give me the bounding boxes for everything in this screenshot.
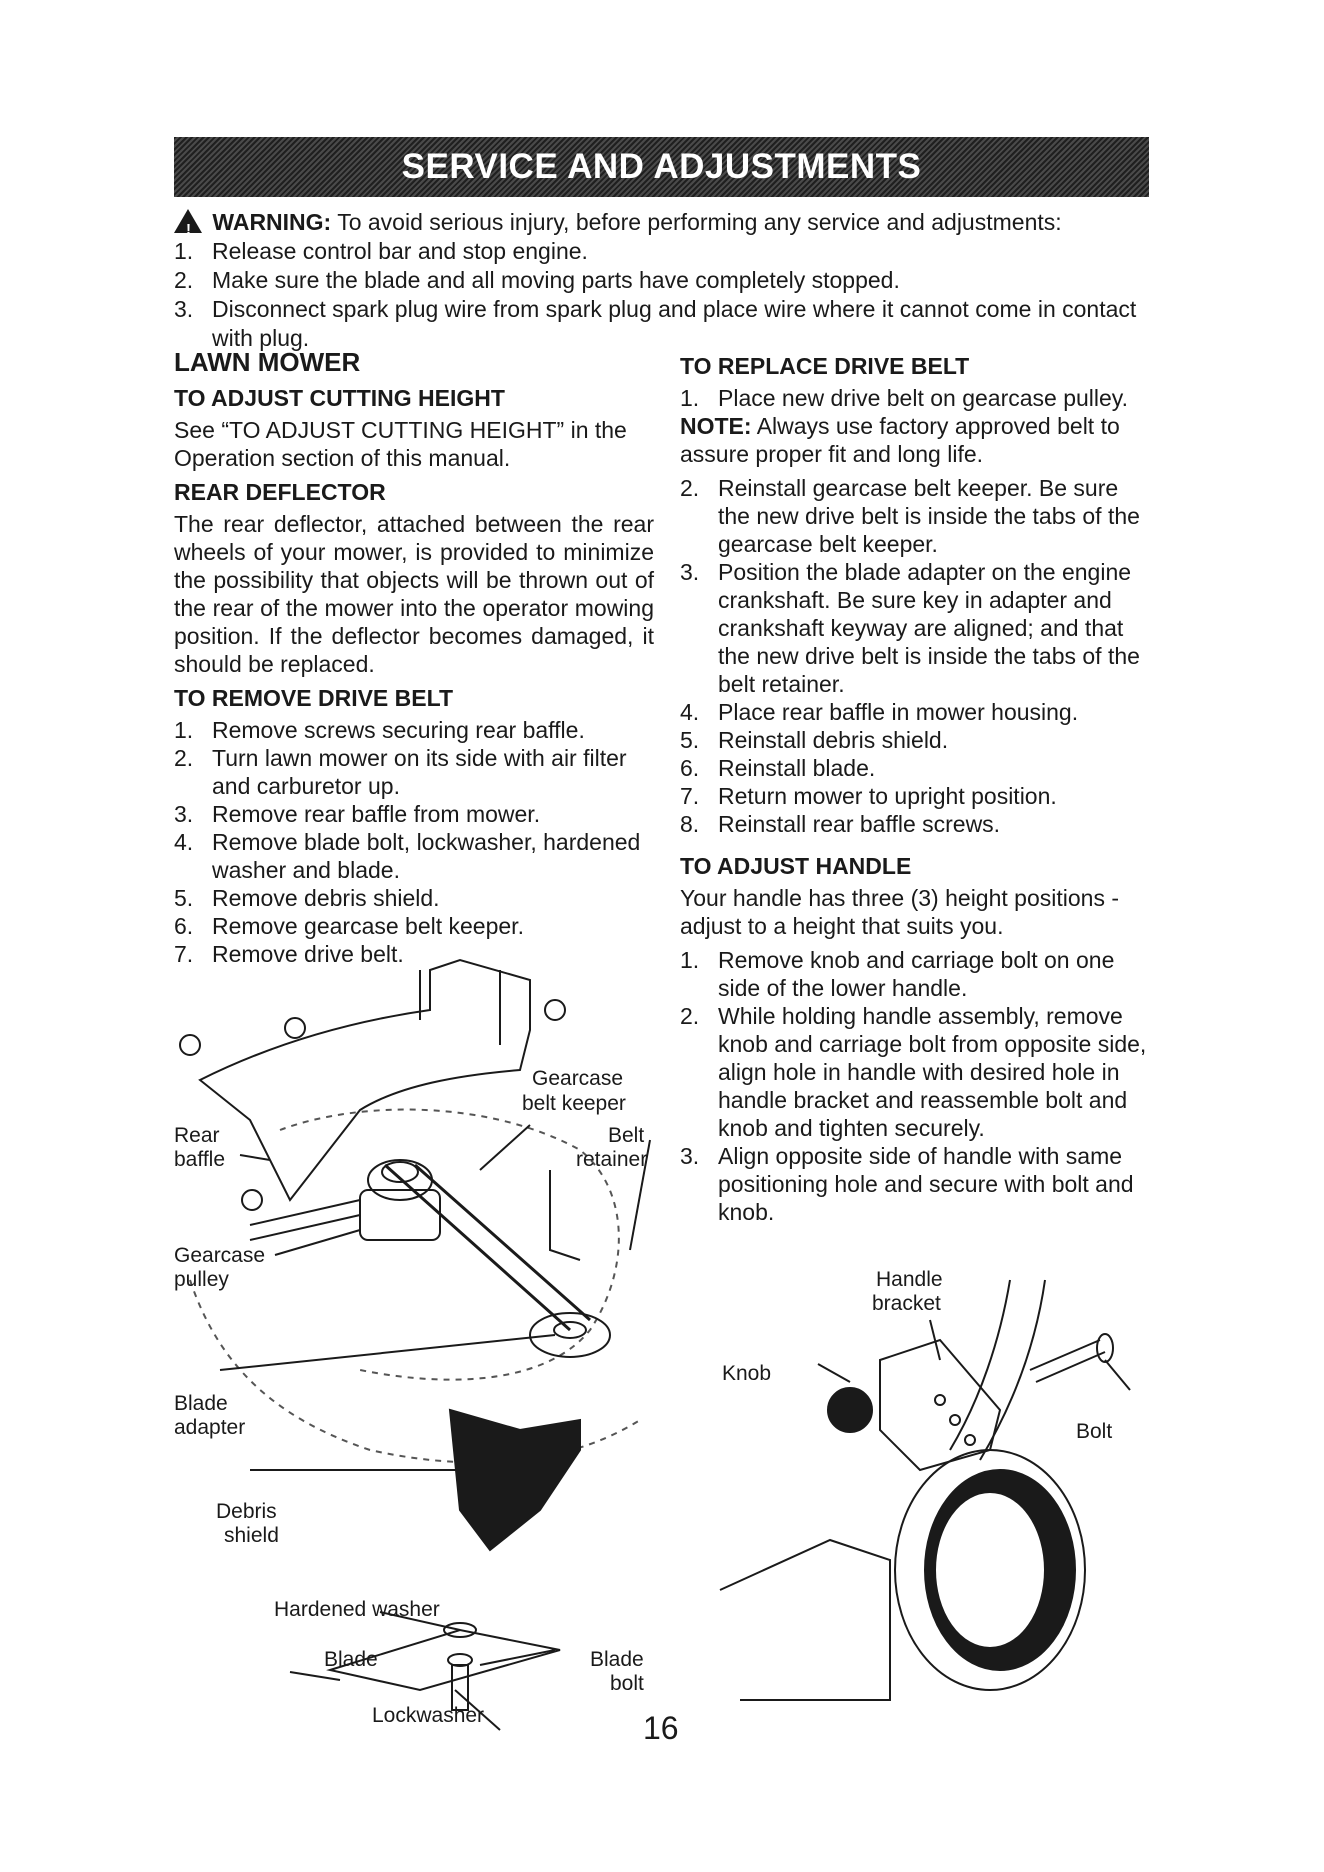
right-column: TO REPLACE DRIVE BELT 1.Place new drive … — [680, 352, 1150, 1226]
list-item: 1.Remove screws securing rear baffle. — [174, 717, 585, 743]
list-item: 5.Reinstall debris shield. — [680, 727, 949, 753]
svg-text:pulley: pulley — [174, 1268, 229, 1291]
adjust-handle-steps: 1.Remove knob and carriage bolt on one s… — [680, 946, 1150, 1226]
list-item: 8.Reinstall rear baffle screws. — [680, 811, 1001, 837]
note: NOTE: Always use factory approved belt t… — [680, 412, 1150, 468]
svg-text:retainer: retainer — [576, 1148, 647, 1171]
label-rear-baffle: Rear — [174, 1124, 220, 1147]
label-lockwasher: Lockwasher — [372, 1704, 484, 1727]
section-banner: SERVICE AND ADJUSTMENTS — [174, 137, 1149, 197]
warning-triangle-icon: ! — [174, 209, 202, 238]
handle-bracket-figure: Handle bracket Knob Bolt — [719, 1268, 1131, 1701]
list-item: 3.Position the blade adapter on the engi… — [680, 559, 1140, 697]
rear-deflector-text: The rear deflector, attached between the… — [174, 511, 654, 677]
screw-icon — [241, 1189, 263, 1211]
list-item: 5.Remove debris shield. — [174, 885, 440, 911]
screw-icon — [284, 1017, 306, 1039]
svg-text:bracket: bracket — [872, 1292, 941, 1315]
rear-baffle-shape — [198, 958, 531, 1202]
bolt-shape — [1029, 1339, 1106, 1383]
remove-belt-heading: TO REMOVE DRIVE BELT — [174, 685, 454, 711]
banner-title: SERVICE AND ADJUSTMENTS — [401, 147, 922, 186]
label-belt-retainer: Belt — [608, 1124, 644, 1147]
svg-text:belt keeper: belt keeper — [522, 1092, 626, 1115]
list-item: 6.Reinstall blade. — [680, 755, 876, 781]
replace-belt-heading: TO REPLACE DRIVE BELT — [680, 353, 970, 379]
list-item: 7.Remove drive belt. — [174, 941, 404, 967]
screw-icon — [179, 1034, 201, 1056]
cutting-height-text: See “TO ADJUST CUTTING HEIGHT” in the Op… — [174, 417, 627, 471]
list-item: 7.Return mower to upright position. — [680, 783, 1057, 809]
label-handle-bracket: Handle — [876, 1268, 943, 1291]
list-item: 2.While holding handle assembly, remove … — [680, 1003, 1147, 1141]
label-blade: Blade — [324, 1648, 378, 1671]
blade-adapter-pulley — [529, 1312, 611, 1358]
list-item: 3.Disconnect spark plug wire from spark … — [174, 296, 1137, 351]
list-item: 4.Place rear baffle in mower housing. — [680, 699, 1079, 725]
page-number: 16 — [643, 1710, 679, 1746]
list-item: 2.Make sure the blade and all moving par… — [174, 267, 900, 293]
list-item: 1.Place new drive belt on gearcase pulle… — [680, 385, 1128, 411]
cutting-height-heading: TO ADJUST CUTTING HEIGHT — [174, 385, 505, 411]
label-knob: Knob — [722, 1362, 771, 1385]
label-bolt: Bolt — [1076, 1420, 1112, 1443]
replace-belt-steps: 2.Reinstall gearcase belt keeper. Be sur… — [680, 474, 1150, 838]
label-blade-adapter: Blade — [174, 1392, 228, 1415]
svg-text:baffle: baffle — [174, 1148, 225, 1171]
rear-deflector-heading: REAR DEFLECTOR — [174, 479, 386, 505]
drive-belt-figure: Gearcase belt keeper Rear baffle Belt re… — [174, 958, 651, 1731]
warning-label: WARNING: — [212, 209, 332, 235]
knob-shape — [827, 1387, 873, 1433]
list-item: 2.Turn lawn mower on its side with air f… — [174, 745, 627, 799]
adjust-handle-heading: TO ADJUST HANDLE — [680, 853, 912, 879]
label-debris-shield: Debris — [216, 1500, 277, 1523]
label-gearcase-belt-keeper: Gearcase — [532, 1067, 623, 1090]
label-hardened-washer: Hardened washer — [274, 1598, 440, 1621]
blade-bolt-shape — [451, 1664, 469, 1711]
wheel-shape — [894, 1449, 1086, 1691]
adjust-handle-intro: Your handle has three (3) height positio… — [680, 885, 1119, 939]
list-item: 1.Remove knob and carriage bolt on one s… — [680, 947, 1115, 1001]
list-item: 1.Release control bar and stop engine. — [174, 238, 588, 264]
left-column: LAWN MOWER TO ADJUST CUTTING HEIGHT See … — [174, 348, 654, 968]
note-label: NOTE: — [680, 413, 752, 439]
warning-text: To avoid serious injury, before performi… — [337, 209, 1062, 235]
hardened-washer-shape — [443, 1622, 477, 1638]
note-text: Always use factory approved belt to assu… — [680, 413, 1120, 467]
svg-text:shield: shield — [224, 1524, 279, 1547]
svg-text:adapter: adapter — [174, 1416, 245, 1439]
list-item: 3.Align opposite side of handle with sam… — [680, 1143, 1134, 1225]
svg-text:bolt: bolt — [610, 1672, 644, 1695]
list-item: 4.Remove blade bolt, lockwasher, hardene… — [174, 829, 641, 883]
screw-icon — [544, 999, 566, 1021]
debris-shield-shape — [448, 1408, 581, 1552]
warning-steps: 1.Release control bar and stop engine. 2… — [174, 237, 1164, 353]
remove-belt-steps: 1.Remove screws securing rear baffle. 2.… — [174, 716, 654, 968]
list-item: 3.Remove rear baffle from mower. — [174, 801, 541, 827]
warning-block: ! WARNING: To avoid serious injury, befo… — [174, 208, 1164, 353]
lawn-mower-heading: LAWN MOWER — [174, 347, 361, 377]
list-item: 2.Reinstall gearcase belt keeper. Be sur… — [680, 475, 1140, 557]
list-item: 6.Remove gearcase belt keeper. — [174, 913, 524, 939]
blade-shape — [326, 1628, 561, 1692]
label-blade-bolt: Blade — [590, 1648, 644, 1671]
mower-deck-shape — [719, 1538, 891, 1701]
label-gearcase-pulley: Gearcase — [174, 1244, 265, 1267]
